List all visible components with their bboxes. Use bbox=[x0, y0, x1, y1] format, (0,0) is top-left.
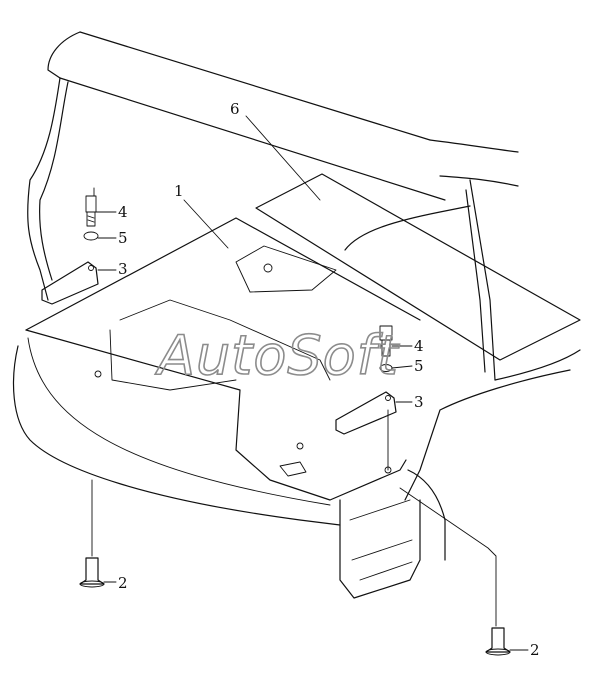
panel-hole-3 bbox=[296, 442, 304, 450]
right-pillar-inner bbox=[465, 189, 486, 373]
panel-tunnel-edge bbox=[119, 299, 331, 381]
callout-1: 1 bbox=[174, 182, 184, 200]
panel-raised-area bbox=[235, 245, 337, 293]
panel-front-edge bbox=[25, 329, 407, 501]
right-mount-group bbox=[335, 325, 511, 656]
right-pillar-outer bbox=[469, 179, 496, 381]
right-bolt-head bbox=[379, 325, 393, 341]
left-stud bbox=[79, 557, 105, 585]
right-fender-top bbox=[494, 349, 581, 381]
left-stud-base bbox=[79, 580, 105, 588]
panel-tunnel-front bbox=[109, 329, 237, 391]
bumper-crease bbox=[27, 337, 331, 506]
leader-1 bbox=[183, 199, 229, 249]
front-bumper bbox=[12, 337, 421, 599]
right-door-arch bbox=[344, 205, 471, 251]
callout-6: 6 bbox=[230, 100, 240, 118]
windshield-top-edge bbox=[59, 77, 446, 201]
cab-outline bbox=[27, 31, 581, 561]
watermark-text: AutoSoft bbox=[155, 324, 400, 387]
right-roof-edge bbox=[429, 139, 519, 153]
left-pillar-inner bbox=[39, 81, 69, 281]
callouts: 1 6 4 5 3 2 4 5 3 2 bbox=[118, 100, 540, 659]
callout-2-right: 2 bbox=[530, 641, 540, 659]
right-bolt-shank bbox=[381, 339, 391, 357]
callout-5-right: 5 bbox=[414, 357, 424, 375]
panel-back-edge bbox=[25, 217, 421, 331]
step-block bbox=[339, 499, 421, 599]
right-stud-base bbox=[485, 648, 511, 656]
left-bracket bbox=[41, 261, 99, 305]
panel-hole-2 bbox=[94, 370, 102, 378]
cab-roof-corner bbox=[47, 31, 81, 79]
callout-2-left: 2 bbox=[118, 574, 128, 592]
panel-slot bbox=[279, 461, 307, 477]
right-bracket bbox=[335, 391, 397, 435]
right-fender-side bbox=[404, 369, 571, 501]
leader-lines bbox=[95, 115, 529, 651]
left-pillar-outer bbox=[27, 77, 61, 301]
callout-3-left: 3 bbox=[118, 260, 128, 278]
right-stud bbox=[485, 627, 511, 653]
left-bolt-shank bbox=[86, 211, 96, 227]
sheet-outline bbox=[255, 173, 581, 361]
right-bracket-hole bbox=[385, 395, 391, 401]
right-fender-lower bbox=[407, 469, 446, 561]
step-ribs bbox=[349, 499, 413, 581]
left-bracket-hole bbox=[88, 265, 94, 271]
left-bolt-thread bbox=[87, 215, 95, 223]
part-1-floor-panel bbox=[25, 217, 421, 501]
bumper-outline bbox=[12, 345, 341, 526]
left-washer bbox=[83, 231, 99, 241]
cab-roof-edge bbox=[79, 31, 431, 141]
left-mount-group bbox=[41, 187, 105, 588]
callout-3-right: 3 bbox=[414, 393, 424, 411]
callout-5-left: 5 bbox=[118, 229, 128, 247]
leader-5b bbox=[391, 365, 413, 369]
callout-4-right: 4 bbox=[414, 337, 424, 355]
leader-6 bbox=[245, 115, 321, 201]
right-roof-lower bbox=[439, 175, 519, 187]
left-bolt-head bbox=[85, 195, 97, 213]
callout-4-left: 4 bbox=[118, 203, 128, 221]
right-axis-down bbox=[399, 487, 497, 627]
part-6-cover-sheet bbox=[255, 173, 581, 361]
panel-hole-1 bbox=[263, 263, 273, 273]
